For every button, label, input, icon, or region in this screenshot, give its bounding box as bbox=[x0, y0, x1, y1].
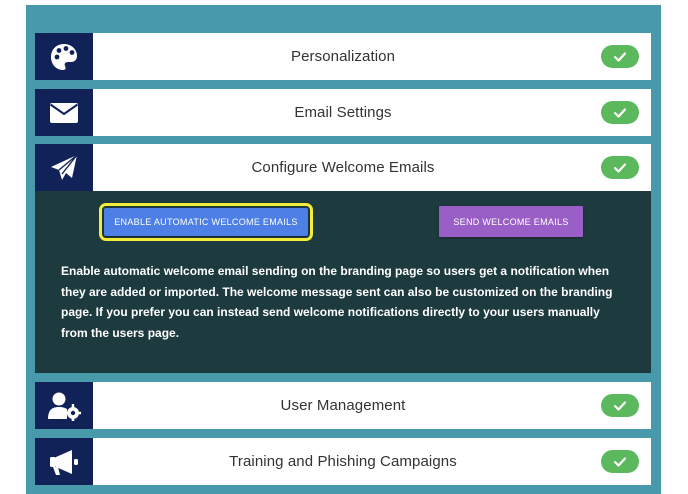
section-user-management[interactable]: User Management bbox=[35, 382, 651, 429]
section-title: Configure Welcome Emails bbox=[251, 159, 435, 176]
palette-icon bbox=[51, 43, 77, 70]
palette-icon-box bbox=[35, 33, 93, 80]
user-gear-icon-box bbox=[35, 382, 93, 429]
section-title: User Management bbox=[280, 397, 406, 414]
paper-plane-icon bbox=[51, 153, 78, 180]
user-gear-icon bbox=[48, 392, 81, 421]
check-icon bbox=[614, 162, 626, 173]
section-configure-welcome-emails[interactable]: Configure Welcome Emails bbox=[35, 144, 651, 191]
welcome-emails-content: ENABLE AUTOMATIC WELCOME EMAILS SEND WEL… bbox=[35, 191, 651, 373]
completed-check-button[interactable] bbox=[601, 156, 639, 179]
enable-automatic-welcome-emails-button[interactable]: ENABLE AUTOMATIC WELCOME EMAILS bbox=[99, 203, 313, 241]
onboarding-panel: Personalization Email Settings bbox=[26, 5, 661, 494]
envelope-icon bbox=[49, 102, 79, 123]
check-icon bbox=[614, 51, 626, 62]
paper-plane-icon-box bbox=[35, 144, 93, 191]
megaphone-icon bbox=[50, 449, 78, 475]
envelope-icon-box bbox=[35, 89, 93, 136]
check-icon bbox=[614, 400, 626, 411]
section-email-settings[interactable]: Email Settings bbox=[35, 89, 651, 136]
completed-check-button[interactable] bbox=[601, 394, 639, 417]
section-title: Email Settings bbox=[294, 104, 392, 121]
completed-check-button[interactable] bbox=[601, 45, 639, 68]
megaphone-icon-box bbox=[35, 438, 93, 485]
check-icon bbox=[614, 107, 626, 118]
section-personalization[interactable]: Personalization bbox=[35, 33, 651, 80]
section-title: Training and Phishing Campaigns bbox=[229, 453, 457, 470]
completed-check-button[interactable] bbox=[601, 450, 639, 473]
check-icon bbox=[614, 456, 626, 467]
section-training-phishing-campaigns[interactable]: Training and Phishing Campaigns bbox=[35, 438, 651, 485]
welcome-emails-description: Enable automatic welcome email sending o… bbox=[61, 264, 613, 340]
send-welcome-emails-button[interactable]: SEND WELCOME EMAILS bbox=[439, 206, 583, 237]
completed-check-button[interactable] bbox=[601, 101, 639, 124]
section-title: Personalization bbox=[290, 48, 396, 65]
